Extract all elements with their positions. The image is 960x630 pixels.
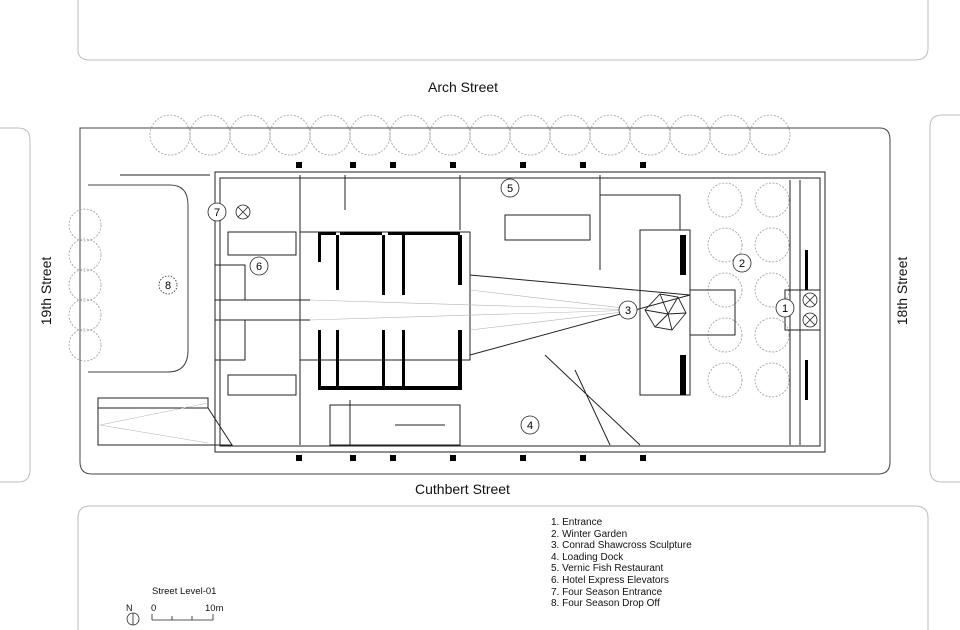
tree-canopy <box>509 114 551 156</box>
scale-start-label: 0 <box>151 603 157 614</box>
marker-3: 3 <box>618 300 638 320</box>
marker-2: 2 <box>732 253 752 273</box>
tree-canopy <box>709 114 751 156</box>
legend-item: 7. Four Season Entrance <box>551 586 663 598</box>
legend-item: 1. Entrance <box>551 517 603 528</box>
tree-canopy <box>589 114 631 156</box>
tree-canopy <box>68 298 102 332</box>
19th-street-label: 19th Street <box>38 256 54 326</box>
marker-1: 1 <box>775 298 795 318</box>
column <box>580 455 586 461</box>
site-outline <box>79 127 891 475</box>
svg-text:3: 3 <box>625 305 631 317</box>
structural-columns <box>296 162 646 461</box>
legend-item: 3. Conrad Shawcross Sculpture <box>551 540 692 552</box>
tree-canopy <box>68 328 102 362</box>
marker-5: 5 <box>500 178 520 198</box>
18th-street-label: 18th Street <box>894 256 910 326</box>
tree-canopy <box>429 114 471 156</box>
tree-canopy <box>68 238 102 272</box>
column <box>450 162 456 168</box>
column <box>390 455 396 461</box>
legend-item: 5. Vernic Fish Restaurant <box>551 563 664 575</box>
tree-canopy <box>549 114 591 156</box>
tree-canopy <box>68 208 102 242</box>
legend-item: 8. Four Season Drop Off <box>551 598 660 610</box>
cuthbert-street-label: Cuthbert Street <box>415 481 510 497</box>
legend-item: 4. Loading Dock <box>551 551 624 563</box>
tree-canopy <box>349 114 391 156</box>
tree-canopy <box>707 182 743 218</box>
column <box>296 162 302 168</box>
svg-text:7: 7 <box>214 207 220 219</box>
column <box>450 455 456 461</box>
tree-canopy <box>749 114 791 156</box>
marker-8: 8 <box>158 275 178 295</box>
tree-canopy <box>229 114 271 156</box>
svg-text:6: 6 <box>256 261 262 273</box>
tree-canopy <box>754 317 790 353</box>
marker-4: 4 <box>520 415 540 435</box>
four-season-door-icon <box>235 204 251 220</box>
scale-end-label: 10m <box>205 603 224 614</box>
column <box>520 455 526 461</box>
marker-7: 7 <box>207 202 227 222</box>
sculpture-icon <box>644 293 687 331</box>
north-label: N <box>126 603 133 613</box>
tree-canopy <box>707 227 743 263</box>
atrium-lines <box>99 289 641 444</box>
column <box>640 455 646 461</box>
tree-canopies <box>68 114 791 398</box>
svg-text:2: 2 <box>739 258 745 270</box>
svg-text:5: 5 <box>507 183 513 195</box>
column <box>350 455 356 461</box>
column <box>520 162 526 168</box>
tree-canopy <box>189 114 231 156</box>
tree-canopy <box>309 114 351 156</box>
column <box>390 162 396 168</box>
tree-canopy <box>707 362 743 398</box>
plan-title: Street Level-01 <box>152 586 217 597</box>
tree-canopy <box>754 227 790 263</box>
tree-canopy <box>68 268 102 302</box>
column <box>640 162 646 168</box>
legend: 1. Entrance 2. Winter Garden 3. Conrad S… <box>551 517 692 610</box>
tree-canopy <box>669 114 711 156</box>
core-walls <box>318 232 808 400</box>
scale-bar <box>151 614 214 621</box>
column <box>580 162 586 168</box>
legend-item: 2. Winter Garden <box>551 528 628 540</box>
tree-canopy <box>629 114 671 156</box>
tree-canopy <box>389 114 431 156</box>
arch-street-label: Arch Street <box>428 79 499 95</box>
tree-canopy <box>754 182 790 218</box>
svg-text:8: 8 <box>165 280 171 292</box>
tree-canopy <box>469 114 511 156</box>
svg-text:1: 1 <box>782 303 788 315</box>
svg-text:4: 4 <box>527 420 533 432</box>
revolving-door-icon <box>802 292 818 328</box>
tree-canopy <box>269 114 311 156</box>
column <box>350 162 356 168</box>
column <box>296 455 302 461</box>
tree-canopy <box>149 114 191 156</box>
tree-canopy <box>754 362 790 398</box>
marker-6: 6 <box>249 256 269 276</box>
legend-item: 6. Hotel Express Elevators <box>551 574 669 586</box>
north-arrow-icon <box>126 612 140 626</box>
building-walls <box>97 171 826 453</box>
